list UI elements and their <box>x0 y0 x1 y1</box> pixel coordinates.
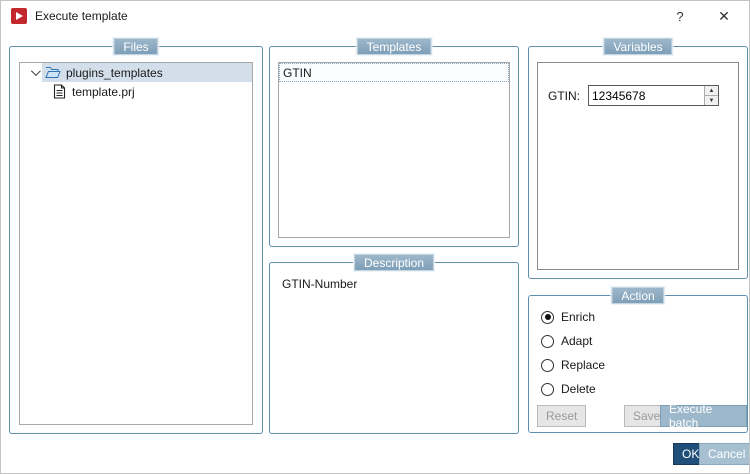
radio-option-delete[interactable]: Delete <box>541 381 596 397</box>
template-list-item[interactable]: GTIN <box>279 63 509 82</box>
folder-open-icon <box>44 66 62 79</box>
file-icon <box>50 84 68 99</box>
radio-option-replace[interactable]: Replace <box>541 357 605 373</box>
variable-row-gtin: GTIN: ▲ ▼ <box>548 85 728 106</box>
variables-panel-label: Variables <box>603 38 673 55</box>
action-panel-label: Action <box>611 287 665 304</box>
app-icon <box>11 8 27 24</box>
execute-batch-button[interactable]: Execute batch <box>660 402 747 430</box>
radio-option-enrich[interactable]: Enrich <box>541 309 595 325</box>
tree-row-template-prj[interactable]: template.prj <box>20 82 252 101</box>
radio-label: Adapt <box>561 334 593 348</box>
gtin-input[interactable] <box>589 86 704 105</box>
description-text: GTIN-Number <box>282 277 358 291</box>
files-panel: Files plugins_templates <box>9 38 263 434</box>
tree-row-plugins-templates[interactable]: plugins_templates <box>20 63 252 82</box>
radio-icon[interactable] <box>541 382 554 396</box>
radio-label: Replace <box>561 358 606 372</box>
spin-up-icon[interactable]: ▲ <box>705 86 718 96</box>
gtin-field-label: GTIN: <box>548 88 580 103</box>
description-panel: Description GTIN-Number <box>269 254 519 434</box>
templates-panel-label: Templates <box>356 38 432 55</box>
files-tree[interactable]: plugins_templates template.prj <box>19 62 253 425</box>
reset-button[interactable]: Reset <box>537 405 587 427</box>
radio-icon[interactable] <box>541 334 554 348</box>
radio-label: Delete <box>561 382 596 396</box>
description-panel-label: Description <box>353 254 435 271</box>
files-panel-label: Files <box>113 38 159 55</box>
variables-panel: Variables GTIN: ▲ ▼ <box>528 38 748 279</box>
help-button[interactable]: ? <box>676 8 684 24</box>
templates-list[interactable]: GTIN <box>278 62 510 238</box>
window-title: Execute template <box>35 9 128 23</box>
variables-box: GTIN: ▲ ▼ <box>537 62 739 270</box>
tree-item-label[interactable]: template.prj <box>72 84 135 99</box>
radio-icon[interactable] <box>541 310 554 324</box>
radio-icon[interactable] <box>541 358 554 372</box>
spin-down-icon[interactable]: ▼ <box>705 96 718 105</box>
gtin-spinbox[interactable]: ▲ ▼ <box>588 85 719 106</box>
radio-option-adapt[interactable]: Adapt <box>541 333 592 349</box>
cancel-button[interactable]: Cancel <box>699 443 749 465</box>
tree-item-label[interactable]: plugins_templates <box>66 65 163 80</box>
close-button[interactable]: ✕ <box>718 7 730 24</box>
chevron-down-icon[interactable] <box>26 66 42 77</box>
templates-panel: Templates GTIN <box>269 38 519 247</box>
radio-label: Enrich <box>561 310 596 324</box>
title-bar: Execute template ? ✕ <box>1 1 749 31</box>
action-panel: Action Enrich Adapt Replace Delete Reset… <box>528 287 748 433</box>
